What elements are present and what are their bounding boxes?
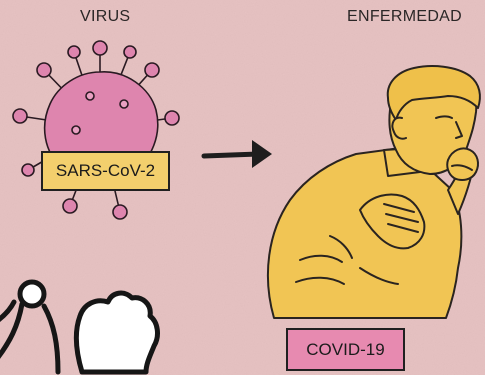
cartoon-hands-illustration (0, 0, 485, 375)
